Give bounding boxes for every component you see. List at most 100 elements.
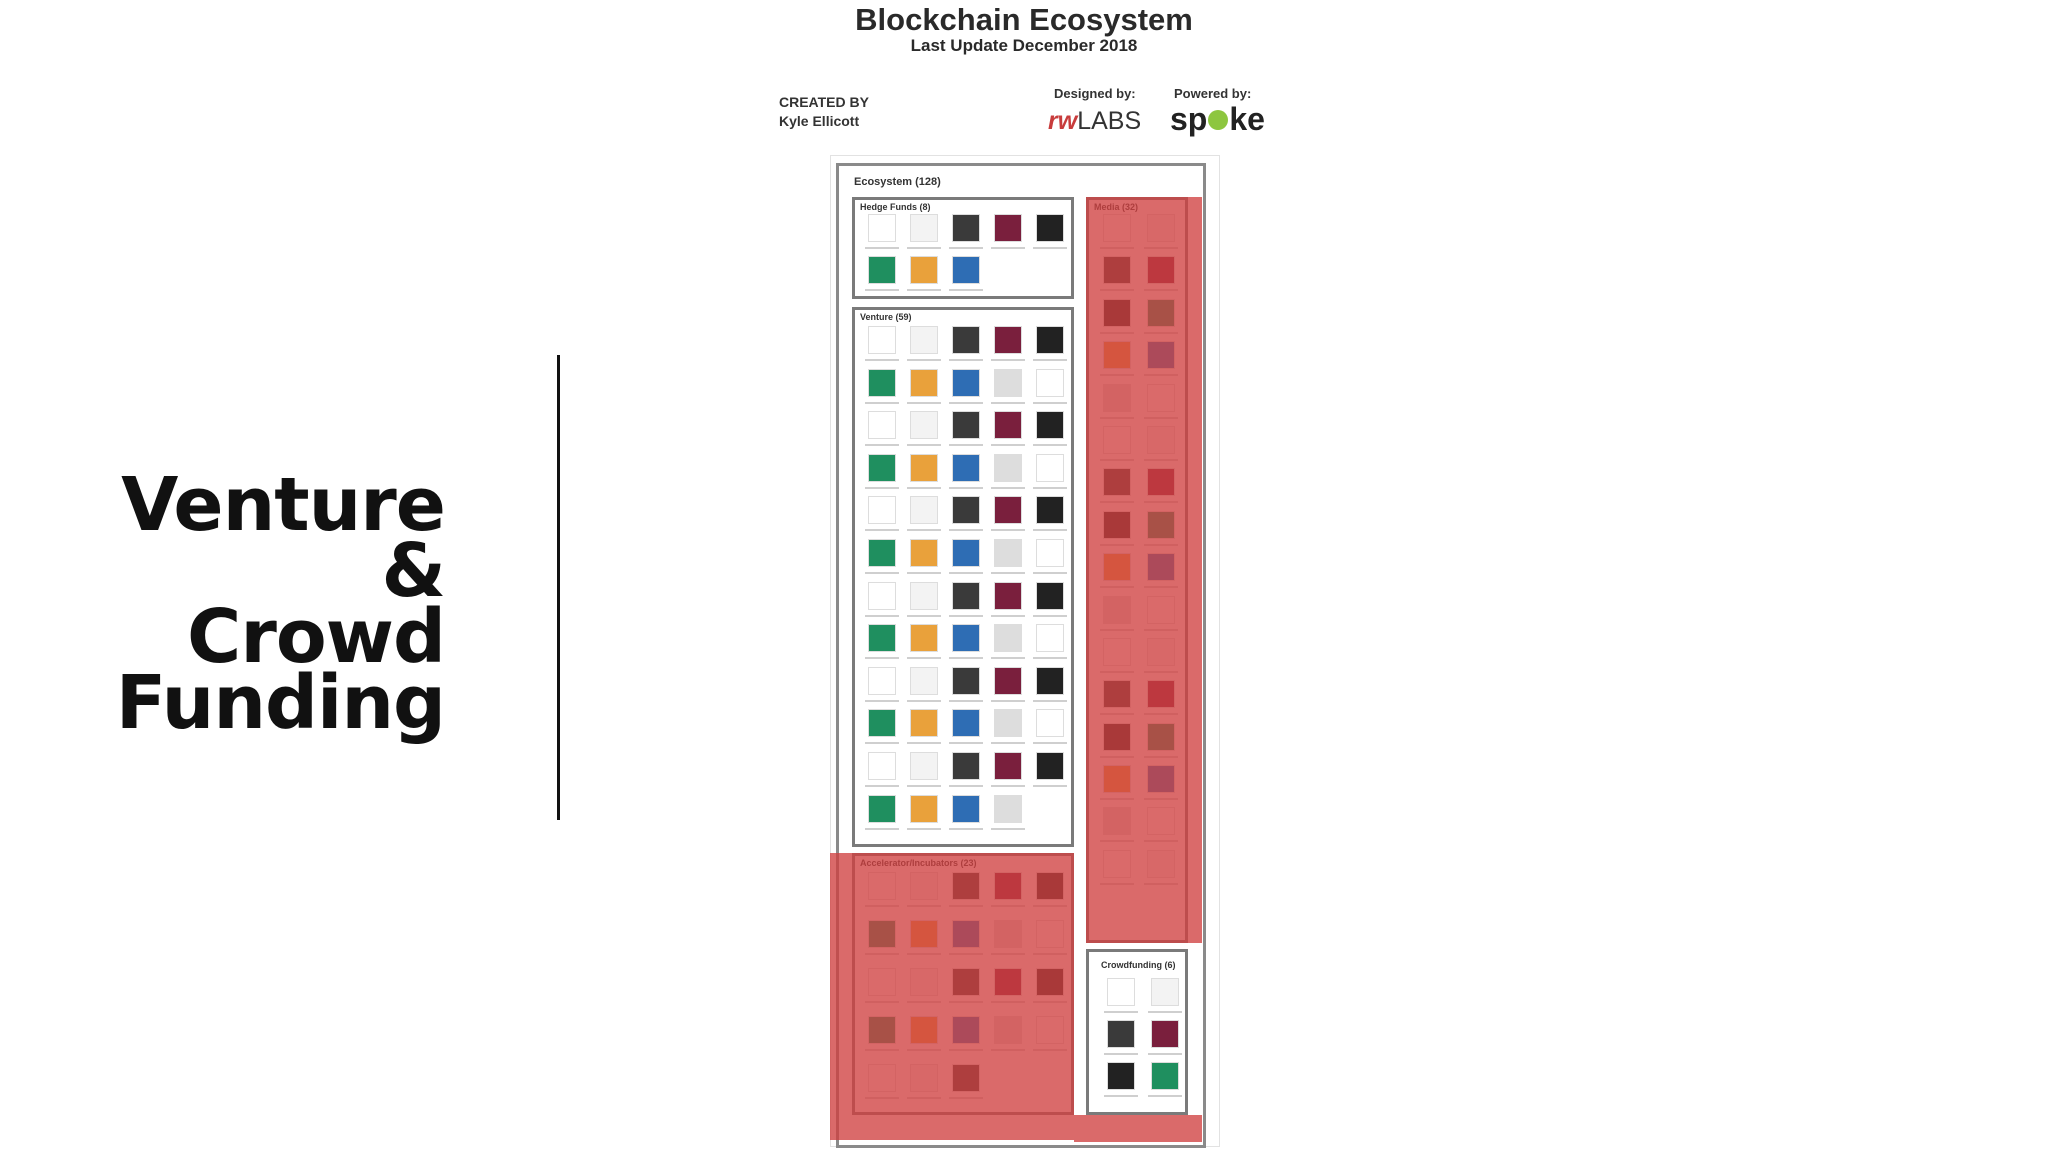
accelerator-logo	[868, 1064, 896, 1092]
venture-logo	[868, 368, 896, 397]
venture-logo-item	[903, 538, 945, 582]
media-logo-caption	[1141, 540, 1181, 549]
venture-logo-item	[987, 453, 1029, 497]
venture-logo	[994, 368, 1022, 397]
venture-logo	[952, 581, 980, 610]
accelerator-logo	[952, 920, 980, 948]
venture-logo-item	[1029, 453, 1071, 497]
venture-logo-caption	[1030, 483, 1070, 492]
media-logo	[1147, 214, 1175, 242]
venture-logo-caption	[904, 611, 944, 620]
media-logo-item	[1139, 425, 1183, 468]
venture-logo	[868, 666, 896, 695]
media-logo-item	[1139, 553, 1183, 595]
media-logo-item	[1139, 765, 1183, 807]
venture-logo-caption	[904, 739, 944, 748]
media-logo-caption	[1141, 625, 1181, 634]
venture-logo-caption	[946, 441, 986, 450]
page-title: Blockchain Ecosystem	[855, 2, 1193, 37]
media-logo-caption	[1141, 710, 1181, 719]
venture-logo	[952, 496, 980, 525]
venture-logo	[868, 538, 896, 567]
venture-logo-caption	[1030, 356, 1070, 364]
media-logo-caption	[1097, 879, 1137, 888]
venture-logo	[952, 411, 980, 440]
media-logo-caption	[1141, 286, 1181, 295]
venture-logo	[910, 368, 938, 397]
media-logo	[1103, 214, 1131, 242]
accelerator-logo-item	[987, 1016, 1029, 1064]
venture-logo	[1036, 581, 1064, 610]
accelerator-logo	[910, 1016, 938, 1044]
media-logo-item	[1095, 595, 1139, 638]
venture-logo-caption	[904, 483, 944, 492]
accelerator-logo-caption	[946, 1046, 986, 1054]
hedge-fund-logo-item	[945, 214, 987, 256]
venture-logo-item	[1029, 411, 1071, 454]
crowdfunding-logo	[1107, 978, 1135, 1006]
media-logo	[1103, 510, 1131, 539]
accelerator-logo-caption	[1030, 902, 1070, 910]
hedge-fund-logo	[868, 214, 896, 242]
media-logo-item	[1139, 680, 1183, 722]
hedge-fund-logo-item	[987, 214, 1029, 256]
venture-logo	[952, 538, 980, 567]
media-logo-caption	[1141, 837, 1181, 846]
section-venture: Venture (59)	[852, 307, 1074, 847]
media-logo-caption	[1097, 752, 1137, 761]
media-logo	[1103, 680, 1131, 709]
venture-logo-caption	[988, 739, 1028, 748]
powered-by-label: Powered by:	[1174, 86, 1252, 101]
venture-logo	[910, 666, 938, 695]
venture-logo	[994, 666, 1022, 695]
media-logo	[1147, 383, 1175, 412]
logo-grid-media	[1095, 214, 1183, 892]
venture-logo-item	[903, 326, 945, 369]
venture-logo-caption	[1030, 739, 1070, 748]
venture-logo-caption	[904, 781, 944, 790]
media-logo-item	[1139, 849, 1183, 892]
crowdfunding-logo-caption	[1145, 1050, 1185, 1058]
venture-logo-caption	[946, 483, 986, 492]
crowdfunding-logo-caption	[1101, 1092, 1141, 1100]
hedge-fund-logo-caption	[862, 286, 902, 294]
slide-heading: Venture & Crowd Funding	[100, 468, 446, 740]
venture-logo-item	[945, 368, 987, 412]
media-logo-caption	[1141, 371, 1181, 380]
venture-logo-caption	[904, 441, 944, 450]
media-logo	[1147, 468, 1175, 497]
hedge-fund-logo	[994, 214, 1022, 242]
media-logo-item	[1095, 383, 1139, 426]
venture-logo-caption	[862, 654, 902, 663]
media-logo-item	[1095, 214, 1139, 256]
media-logo-item	[1095, 849, 1139, 892]
media-logo-item	[1095, 341, 1139, 383]
venture-logo	[868, 496, 896, 525]
media-logo	[1103, 849, 1131, 878]
media-logo-caption	[1097, 455, 1137, 464]
venture-logo-item	[945, 794, 987, 838]
page-subtitle: Last Update December 2018	[910, 36, 1138, 55]
accelerator-logo-caption	[946, 950, 986, 958]
accelerator-logo-item	[987, 872, 1029, 920]
venture-logo-caption	[988, 441, 1028, 450]
accelerator-logo-caption	[946, 1094, 986, 1102]
venture-logo-item	[861, 709, 903, 752]
media-logo-item	[1139, 298, 1183, 341]
venture-logo-item	[1029, 709, 1071, 752]
venture-logo-caption	[1030, 696, 1070, 705]
crowdfunding-logo	[1107, 1020, 1135, 1048]
media-logo-caption	[1097, 413, 1137, 422]
venture-logo	[868, 751, 896, 780]
venture-logo-caption	[1030, 654, 1070, 663]
venture-logo-caption	[988, 568, 1028, 577]
venture-logo	[994, 411, 1022, 440]
accelerator-logo-item	[903, 872, 945, 920]
venture-logo	[1036, 751, 1064, 780]
venture-logo-item	[987, 624, 1029, 667]
hedge-fund-logo	[868, 256, 896, 284]
accelerator-logo	[910, 920, 938, 948]
venture-logo-caption	[1030, 568, 1070, 577]
hedge-fund-logo-item	[903, 214, 945, 256]
venture-logo-item	[861, 794, 903, 838]
